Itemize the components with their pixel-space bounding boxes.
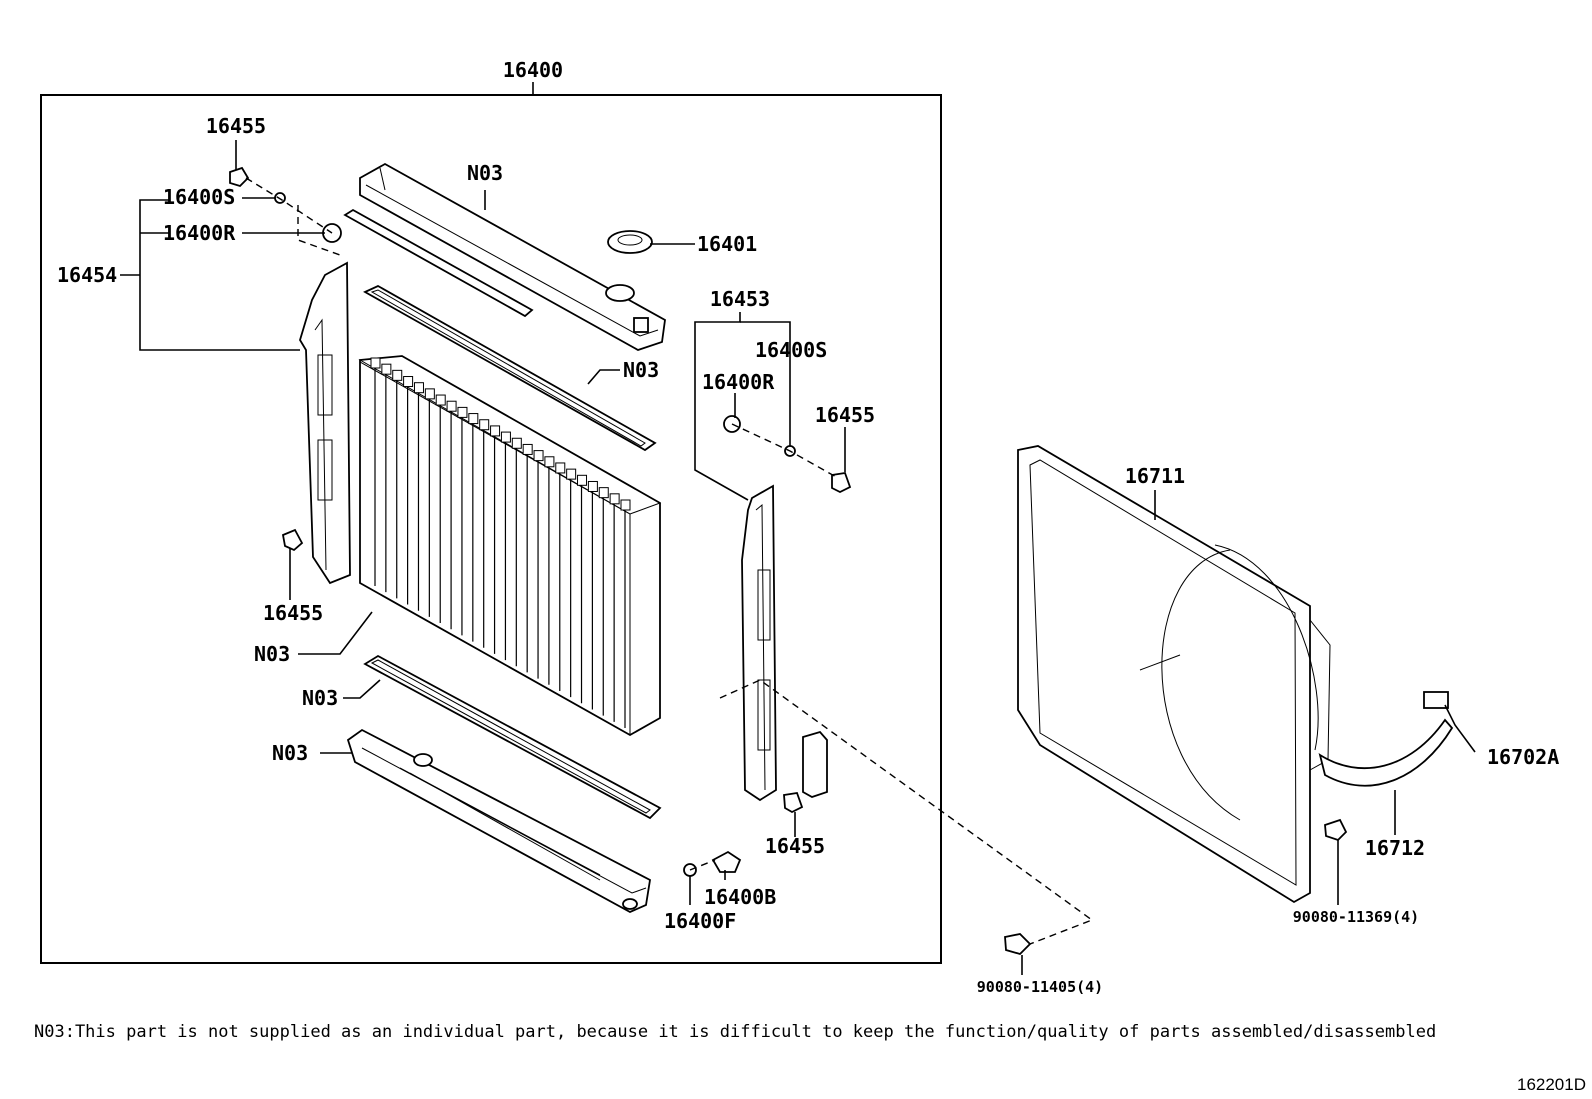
- left-support-bracket: [299, 261, 351, 585]
- radiator-core: [358, 355, 662, 737]
- bolt-16455-right-bottom: [783, 791, 804, 814]
- lower-tank: [346, 728, 651, 914]
- bolt-16455-top: [229, 166, 250, 188]
- fan-shroud: [1017, 445, 1331, 904]
- label-16400s-left: 16400S: [163, 185, 235, 209]
- label-16400b: 16400B: [704, 885, 776, 909]
- bolt-16455-left: [281, 528, 304, 552]
- radiator-cap: [607, 230, 653, 254]
- label-16400r-right: 16400R: [702, 370, 775, 394]
- label-16401: 16401: [697, 232, 757, 256]
- label-n03-lower-tank: N03: [272, 741, 308, 765]
- label-90080-11405: 90080-11405(4): [977, 978, 1103, 996]
- label-16400s-right: 16400S: [755, 338, 827, 362]
- label-16711: 16711: [1125, 464, 1185, 488]
- label-16712: 16712: [1365, 836, 1425, 860]
- drain-cock-16400b: [711, 850, 742, 873]
- label-16702a: 16702A: [1487, 745, 1559, 769]
- figure-code: 162201D: [1516, 1075, 1586, 1094]
- upper-seal-strip: [343, 208, 534, 318]
- label-16400: 16400: [503, 58, 563, 82]
- bolt-90080-11405: [1004, 933, 1032, 956]
- label-16454: 16454: [57, 263, 117, 287]
- lower-gasket: [363, 654, 662, 820]
- label-16453: 16453: [710, 287, 770, 311]
- rubber-block: [802, 730, 828, 798]
- label-90080-11369: 90080-11369(4): [1293, 908, 1419, 926]
- label-16400r-left: 16400R: [163, 221, 236, 245]
- label-n03-upper-gasket: N03: [623, 358, 659, 382]
- label-16455-right-bottom: 16455: [765, 834, 825, 858]
- label-n03-upper-tank: N03: [467, 161, 503, 185]
- footnote: N03:This part is not supplied as an indi…: [34, 1022, 1437, 1042]
- label-16455-right-top: 16455: [815, 403, 875, 427]
- shroud-clip: [1318, 691, 1454, 787]
- right-support-bracket: [741, 484, 777, 802]
- radiator-assembly-frame: [40, 94, 942, 964]
- label-16455-left: 16455: [263, 601, 323, 625]
- label-16400f: 16400F: [664, 909, 736, 933]
- bolt-16455-right-top: [831, 471, 852, 494]
- upper-tank: [359, 162, 666, 351]
- label-n03-core: N03: [254, 642, 290, 666]
- bolt-90080-11369: [1324, 818, 1348, 842]
- upper-gasket: [363, 284, 657, 452]
- label-n03-lower-gasket: N03: [302, 686, 338, 710]
- label-16455-top: 16455: [206, 114, 266, 138]
